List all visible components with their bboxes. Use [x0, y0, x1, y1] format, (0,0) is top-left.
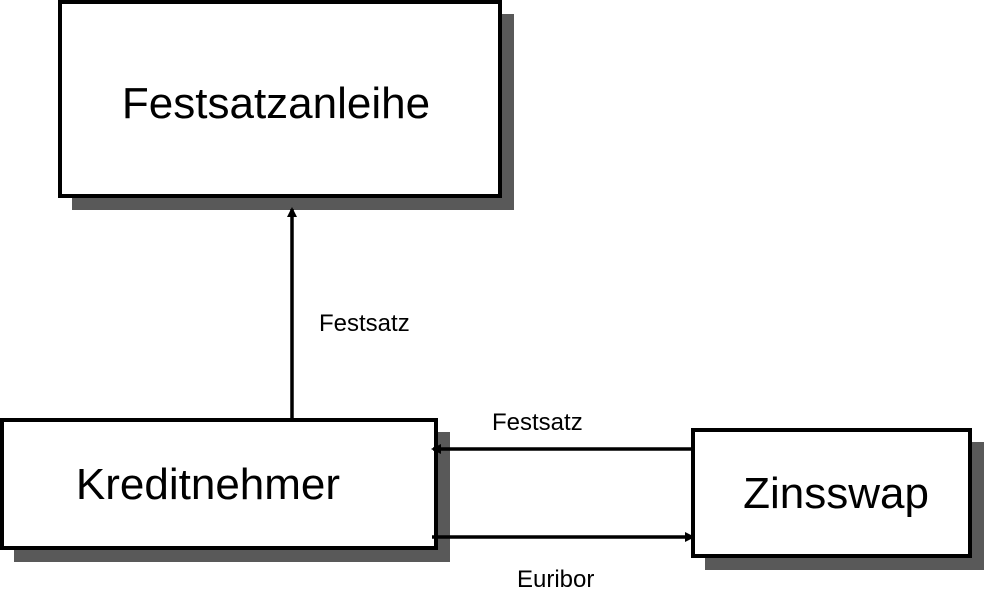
kreditnehmer-label: Kreditnehmer	[76, 460, 340, 509]
edge-label-borrower-to-swap: Euribor	[517, 566, 594, 593]
edge-label-swap-to-borrower: Festsatz	[492, 409, 583, 436]
festsatzanleihe-node: Festsatzanleihe	[58, 0, 514, 210]
kreditnehmer-box	[0, 418, 438, 550]
edge-label-borrower-to-bond: Festsatz	[319, 310, 410, 337]
festsatzanleihe-label: Festsatzanleihe	[122, 79, 430, 128]
kreditnehmer-node: Kreditnehmer	[0, 418, 450, 562]
festsatzanleihe-box	[58, 0, 502, 198]
zinsswap-node: Zinsswap	[691, 428, 984, 570]
zinsswap-box	[691, 428, 972, 558]
zinsswap-label: Zinsswap	[743, 469, 929, 518]
